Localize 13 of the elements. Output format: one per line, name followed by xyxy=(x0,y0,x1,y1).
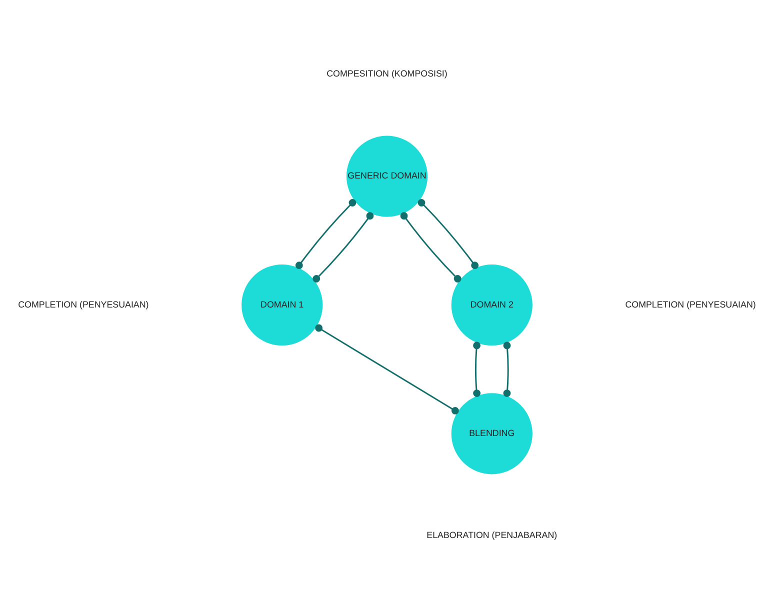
connector xyxy=(418,198,479,269)
node-circle: DOMAIN 2 xyxy=(451,264,532,346)
label: COMPLETION (PENYESUAIAN) xyxy=(625,298,756,309)
label: COMPLETION (PENYESUAIAN) xyxy=(18,298,149,309)
connector xyxy=(503,341,511,396)
connector xyxy=(473,341,481,396)
connector xyxy=(295,198,356,269)
connector xyxy=(312,212,374,282)
connector xyxy=(315,324,459,414)
label: ELABORATION (PENJABARAN) xyxy=(426,529,558,540)
label: COMPESITION (KOMPOSISI) xyxy=(326,68,448,78)
node-circle: GENERIC DOMAIN xyxy=(346,135,428,216)
connector xyxy=(400,212,462,282)
